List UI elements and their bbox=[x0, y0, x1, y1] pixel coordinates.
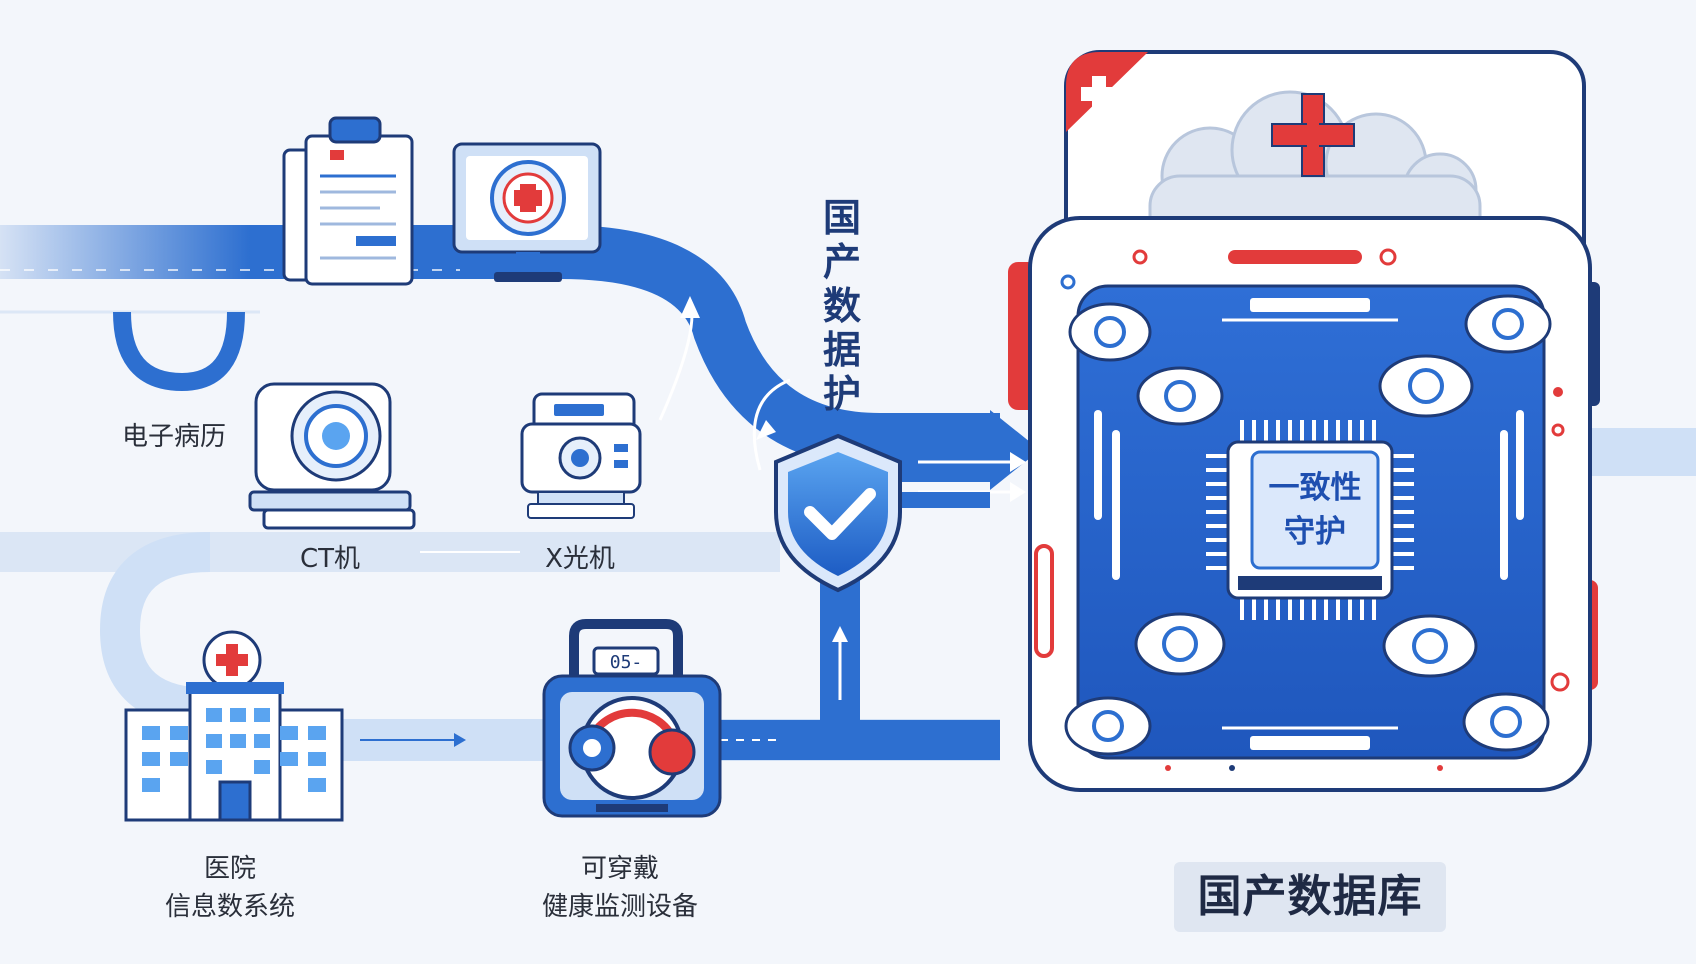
consistency-chip bbox=[1206, 420, 1414, 620]
flow-paths bbox=[0, 225, 1696, 761]
xray-label: X光机 bbox=[545, 544, 615, 574]
board-cloud-icons bbox=[1064, 294, 1552, 756]
database-title: 国产数据库 bbox=[1174, 862, 1446, 932]
wearable-display-text: 05- bbox=[610, 652, 643, 673]
shield-check-icon bbox=[774, 433, 902, 593]
his-label-line1: 医院 bbox=[203, 854, 256, 884]
wearable-label-line2: 健康监测设备 bbox=[541, 892, 698, 922]
ct-machine bbox=[248, 382, 416, 530]
wearable-device: 05- bbox=[542, 619, 722, 818]
protection-vertical-text: 国产数据护 bbox=[822, 196, 861, 416]
chip-label: 一致性守护 bbox=[1268, 470, 1362, 550]
hospital-building bbox=[124, 630, 344, 822]
chip-label-box: 一致性守护 bbox=[1252, 452, 1378, 568]
xray-machine bbox=[520, 392, 642, 519]
wearable-label-line1: 可穿戴 bbox=[580, 854, 659, 884]
database-cabinet bbox=[1008, 50, 1600, 792]
emr-documents bbox=[282, 116, 414, 286]
monitor-device bbox=[452, 142, 602, 282]
his-label-line2: 信息数系统 bbox=[164, 892, 295, 922]
emr-label: 电子病历 bbox=[121, 422, 226, 452]
ct-label: CT机 bbox=[299, 544, 361, 574]
